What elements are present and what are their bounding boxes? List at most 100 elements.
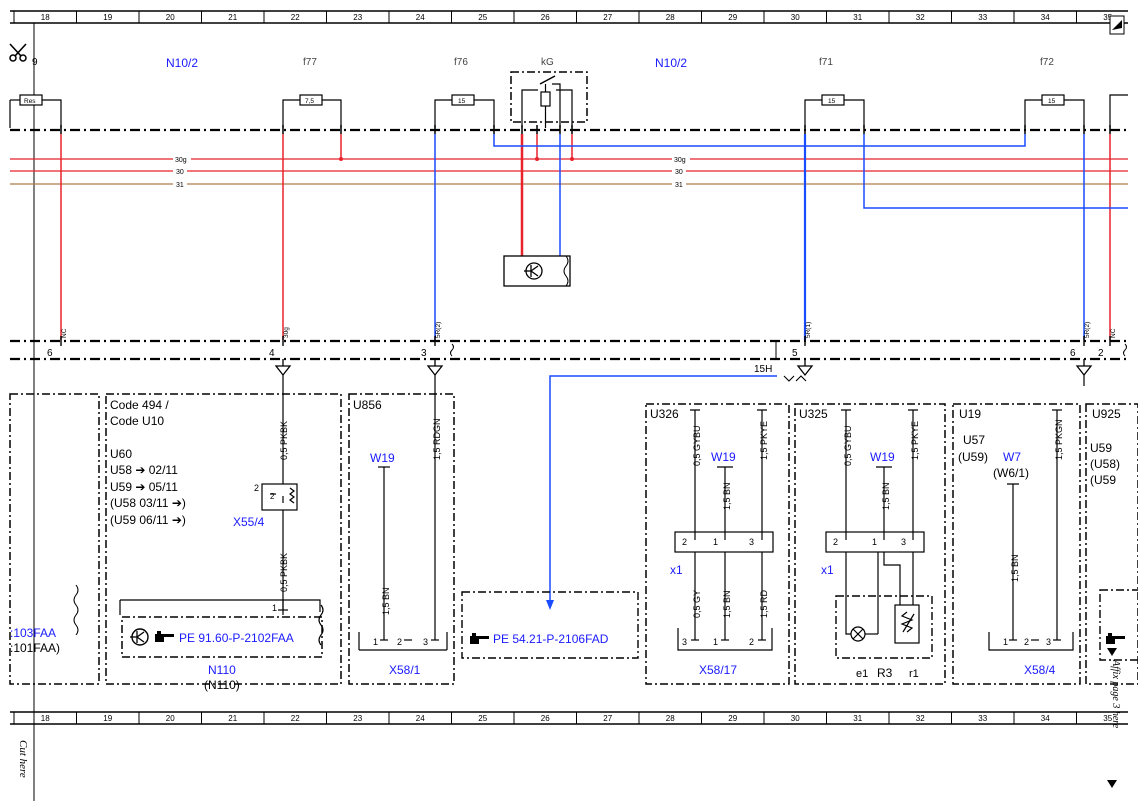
code-panel-name: N110: [208, 663, 236, 677]
pe-box: [461, 591, 639, 659]
code-panel-note5: (U59 06/11 ➔): [110, 513, 186, 527]
u925-pointing-hand-icon[interactable]: [1106, 633, 1125, 644]
panel-u19: [952, 403, 1081, 685]
ruler-number: 34: [1041, 714, 1050, 723]
u856-pin1: 1: [373, 637, 378, 647]
pointing-hand-icon[interactable]: [155, 631, 174, 642]
bus-31-label-left: 31: [176, 182, 184, 189]
code-panel-wire-upper: 0,5 PKBK: [279, 421, 289, 460]
u856-ground: W19: [370, 451, 395, 465]
fuse-f76-rating: 15: [458, 98, 466, 105]
code-panel-note3: U59 ➔ 05/11: [110, 480, 178, 494]
bus-30g-label-right: 30g: [674, 157, 686, 164]
ruler-number: 23: [353, 13, 362, 22]
code-panel-pin1: 1: [272, 603, 277, 613]
bus-31: 31 31: [10, 179, 1128, 189]
u325-pin-top-3: 3: [901, 537, 906, 547]
ruler-number: 24: [416, 714, 425, 723]
transistor-component: [503, 255, 571, 287]
u325-pin-top-2: 2: [833, 537, 838, 547]
u326-pin-top-1: 1: [713, 537, 718, 547]
scissors-icon: [9, 43, 27, 62]
ruler-number: 35: [1103, 714, 1112, 723]
switch-name: X55/4: [233, 515, 265, 529]
fuse-f72-name: f72: [1040, 57, 1054, 68]
u19-code: U19: [959, 407, 981, 421]
panel-left-partial: [9, 393, 100, 685]
fuse-group-right-label: N10/2: [655, 56, 687, 70]
u325-x1: x1: [821, 563, 834, 577]
code-panel-wire-lower: 0,5 PKBK: [279, 553, 289, 592]
fuse-f71-name: f71: [819, 57, 833, 68]
u325-pin-top-1: 1: [872, 537, 877, 547]
u19-name: X58/4: [1024, 663, 1056, 677]
ruler-number: 28: [666, 13, 675, 22]
ruler-number: 29: [728, 13, 737, 22]
u326-code: U326: [650, 407, 679, 421]
u326-pin-top-3: 3: [749, 537, 754, 547]
ruler-number: 23: [353, 714, 362, 723]
ruler-number: 20: [166, 714, 175, 723]
conn-num-4: 4: [269, 348, 275, 359]
u856-wire-b: 1,5 RDGN: [432, 418, 442, 460]
u326-pin-bot-2: 2: [749, 637, 754, 647]
fuse-f71: [804, 94, 865, 128]
u325-wire-a: 0,5 GYBU: [843, 425, 853, 466]
marker-15h: 15H: [754, 364, 772, 375]
panel-u326: [645, 403, 790, 685]
fuse-f77: [282, 94, 342, 128]
u326-wiring: [674, 409, 774, 651]
u326-wire-e: 1,5 BN: [722, 590, 732, 618]
fuse-f76-name: f76: [454, 57, 468, 68]
u325-code: U325: [799, 407, 828, 421]
ruler-number: 28: [666, 714, 675, 723]
ruler-number: 27: [603, 13, 612, 22]
fuse-res: [9, 94, 62, 128]
mid-pins: [60, 336, 1111, 346]
pe-box-ref[interactable]: PE 54.21-P-2106FAD: [493, 632, 609, 646]
u19-wire-a: 1,5 BN: [1010, 554, 1020, 582]
ruler-number: 25: [478, 714, 487, 723]
ruler-number: 31: [853, 13, 862, 22]
u325-r3: R3: [877, 666, 893, 680]
u856-pin2: 2: [397, 637, 402, 647]
u19-ground: W7: [1003, 450, 1021, 464]
motor-icon: [130, 628, 149, 646]
page-corner-icon: [1109, 15, 1125, 35]
conn-num-6b: 6: [1070, 348, 1076, 359]
fuse-f72-rating: 15: [1048, 98, 1056, 105]
u856-wiring: [358, 375, 448, 651]
code-panel-ref[interactable]: PE 91.60-P-2102FAA: [179, 631, 294, 645]
ruler-number: 26: [541, 714, 550, 723]
u326-x1: x1: [670, 563, 683, 577]
ruler-number: 32: [916, 13, 925, 22]
pe-pointing-hand-icon[interactable]: [470, 633, 489, 644]
cut-here-note: Cut here: [17, 740, 29, 778]
u326-wire-c: 1,5 PKYE: [759, 421, 769, 460]
plug-arrows: [274, 359, 1093, 377]
wire-label-col2: NC: [1110, 328, 1117, 338]
marker-15h-arrows: [783, 375, 807, 382]
wire-15h-arrowhead: [546, 600, 554, 610]
fuse-f71-rating: 15: [828, 98, 836, 105]
ruler-number: 22: [291, 714, 300, 723]
conn-num-5: 5: [792, 348, 798, 359]
ruler-number: 25: [478, 13, 487, 22]
ruler-number: 22: [291, 13, 300, 22]
conn-num-2: 2: [1098, 348, 1104, 359]
bus-30g: 30g 30g: [10, 154, 1128, 164]
u325-e1: e1: [856, 668, 868, 680]
panel-u856: [348, 393, 455, 685]
ruler-number: 31: [853, 714, 862, 723]
u326-pin-bot-1: 1: [713, 637, 718, 647]
ruler-number: 18: [41, 714, 50, 723]
ruler-number: 33: [978, 714, 987, 723]
u325-wire-b: 1,5 BN: [881, 482, 891, 510]
switch-inner-pin: 2: [270, 492, 275, 501]
u19-pin3: 3: [1046, 637, 1051, 647]
u925-line4: (U59: [1090, 473, 1116, 487]
wire-label-col3: 5R(2): [435, 322, 442, 338]
